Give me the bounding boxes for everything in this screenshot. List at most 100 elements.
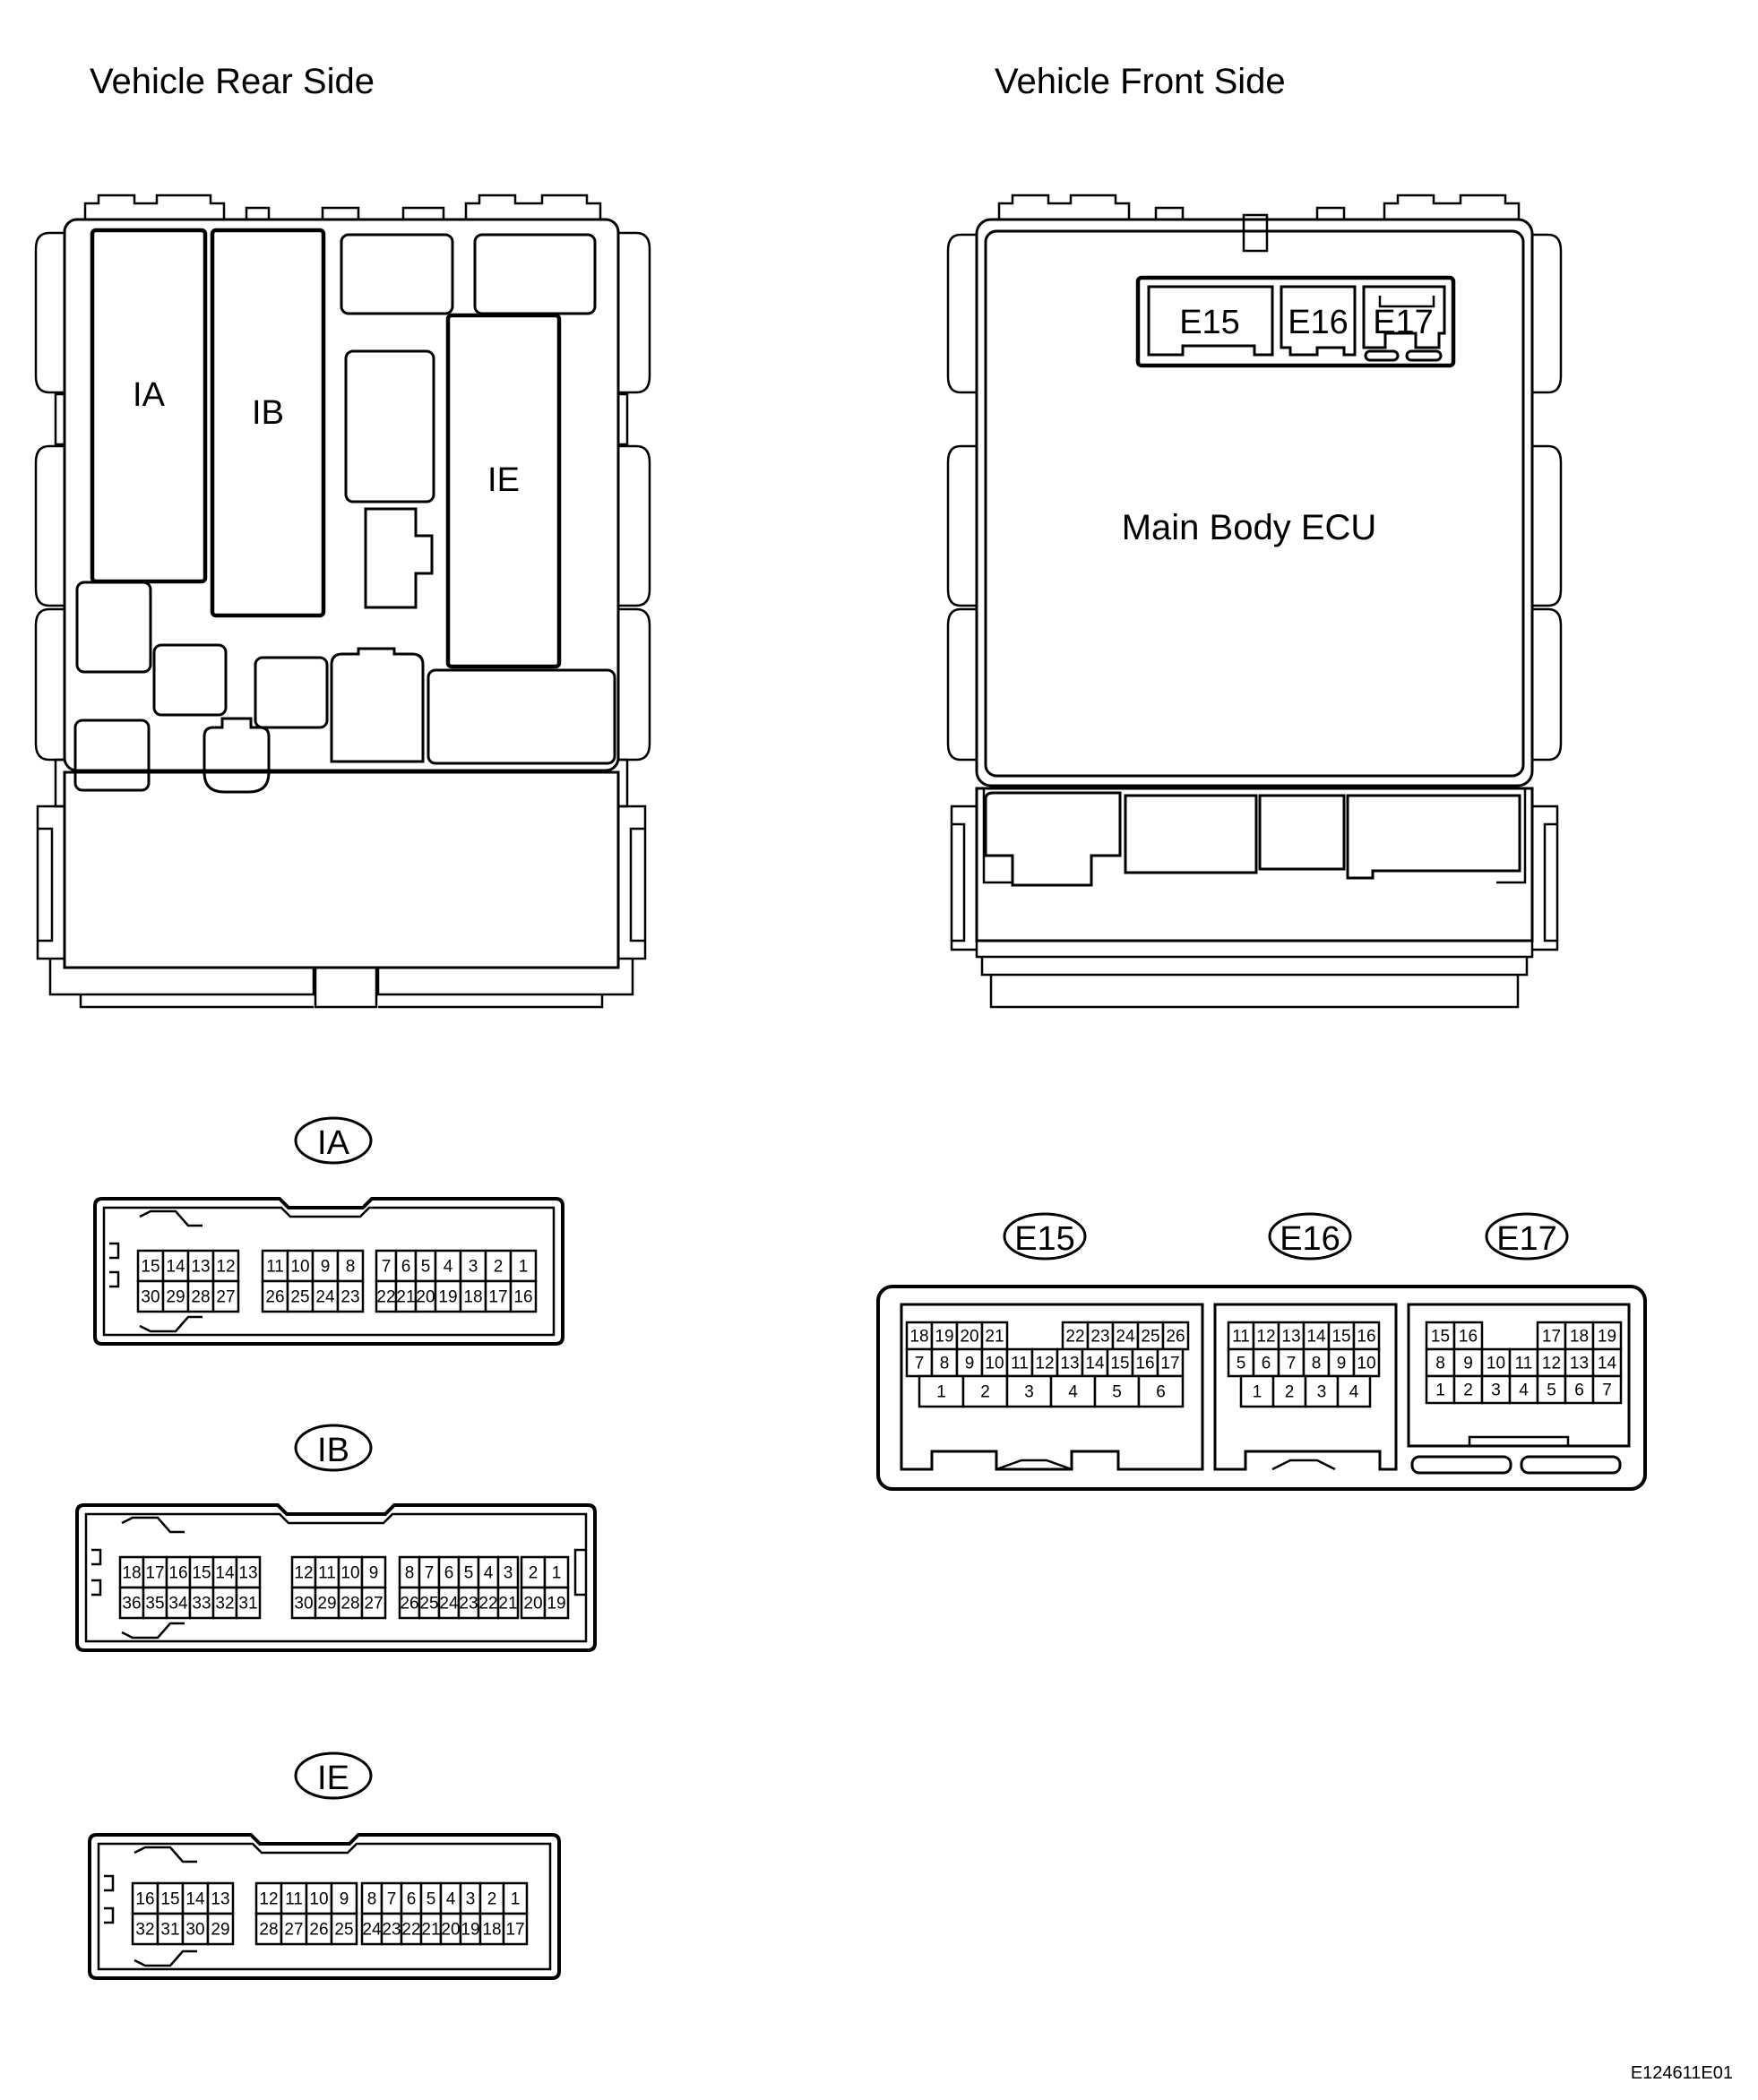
- ib-pin-8: 8: [405, 1564, 415, 1583]
- e15-pin-18: 18: [909, 1328, 928, 1347]
- e15-pin-1: 1: [936, 1383, 946, 1402]
- ie-pin-16: 16: [135, 1890, 154, 1909]
- pin-cell: [1161, 1321, 1190, 1351]
- pin-cell: [543, 1586, 570, 1620]
- ie-pin-11: 11: [285, 1890, 303, 1909]
- pin-cell: [336, 1249, 365, 1283]
- pin-cell: [543, 1555, 570, 1589]
- ie-pin-28: 28: [259, 1921, 278, 1940]
- pin-cell: [311, 1279, 340, 1313]
- e16-pin-4: 4: [1349, 1383, 1359, 1402]
- pin-cell: [156, 1912, 185, 1946]
- e15-pin-21: 21: [985, 1328, 1004, 1347]
- ib-pin-12: 12: [294, 1564, 313, 1583]
- ie-pin-15: 15: [160, 1890, 179, 1909]
- e15-pin-10: 10: [985, 1355, 1004, 1373]
- e17-pin-3: 3: [1491, 1381, 1501, 1400]
- ia-pin-3: 3: [469, 1258, 478, 1277]
- ie-pin-6: 6: [407, 1890, 417, 1909]
- e16-pin-9: 9: [1337, 1355, 1347, 1373]
- ia-pin-24: 24: [315, 1288, 335, 1307]
- pin-cell: [211, 1555, 238, 1589]
- ia-pin-11: 11: [266, 1258, 284, 1277]
- e17-pin-13: 13: [1570, 1355, 1589, 1373]
- ia-pin-18: 18: [463, 1288, 482, 1307]
- ie-pin-10: 10: [309, 1890, 328, 1909]
- ie-pin-1: 1: [511, 1890, 521, 1909]
- e15-pin-9: 9: [965, 1355, 975, 1373]
- e16-pin-14: 14: [1306, 1328, 1326, 1347]
- ib-pin-13: 13: [238, 1564, 257, 1583]
- connector-e16-title: E16: [1280, 1220, 1340, 1258]
- connector-e16-callout: E16: [1268, 1212, 1352, 1261]
- e15-pin-8: 8: [940, 1355, 950, 1373]
- ie-pin-29: 29: [211, 1921, 229, 1940]
- pin-cell: [509, 1279, 538, 1313]
- ia-pin-16: 16: [513, 1288, 532, 1307]
- pin-cell: [1452, 1321, 1484, 1351]
- ia-pin-19: 19: [438, 1288, 457, 1307]
- ib-pin-31: 31: [238, 1595, 257, 1614]
- ia-pin-13: 13: [191, 1258, 210, 1277]
- ib-pin-3: 3: [504, 1564, 513, 1583]
- ib-pin-19: 19: [547, 1595, 565, 1614]
- e15-pin-12: 12: [1035, 1355, 1054, 1373]
- ib-pin-26: 26: [400, 1595, 418, 1614]
- pin-cell: [1591, 1374, 1623, 1405]
- ia-pin-2: 2: [494, 1258, 504, 1277]
- e15-pin-3: 3: [1024, 1383, 1034, 1402]
- ia-pin-15: 15: [141, 1258, 159, 1277]
- e16-pin-7: 7: [1287, 1355, 1297, 1373]
- connector-e17-title: E17: [1496, 1220, 1557, 1258]
- pin-cell: [496, 1586, 520, 1620]
- ib-pin-4: 4: [484, 1564, 494, 1583]
- ia-pin-1: 1: [519, 1258, 529, 1277]
- ib-pin-29: 29: [317, 1595, 336, 1614]
- e17-pin-16: 16: [1459, 1328, 1478, 1347]
- ie-pin-26: 26: [309, 1921, 328, 1940]
- front-side-heading: Vehicle Front Side: [995, 62, 1286, 101]
- ie-pin-23: 23: [382, 1921, 401, 1940]
- pin-cell: [161, 1279, 190, 1313]
- pin-cell: [1137, 1374, 1185, 1408]
- ib-pin-24: 24: [439, 1595, 459, 1614]
- e15-pin-7: 7: [915, 1355, 925, 1373]
- connector-ib-callout: IB: [294, 1424, 373, 1472]
- e17-pin-14: 14: [1598, 1355, 1617, 1373]
- pin-cell: [1093, 1374, 1141, 1408]
- ie-pin-20: 20: [441, 1921, 460, 1940]
- ib-pin-1: 1: [552, 1564, 562, 1583]
- ia-pin-17: 17: [488, 1288, 507, 1307]
- e15-pin-26: 26: [1166, 1328, 1185, 1347]
- e17-pin-17: 17: [1542, 1328, 1561, 1347]
- ie-pin-7: 7: [387, 1890, 397, 1909]
- pin-cell: [181, 1912, 210, 1946]
- ecu-window-label-e15: E15: [1179, 304, 1240, 341]
- pin-cell: [1336, 1374, 1372, 1408]
- e15-pin-5: 5: [1112, 1383, 1122, 1402]
- e15-pin-24: 24: [1116, 1328, 1135, 1347]
- e16-pin-10: 10: [1357, 1355, 1375, 1373]
- ia-pin-30: 30: [141, 1288, 159, 1307]
- e15-pin-25: 25: [1141, 1328, 1159, 1347]
- ib-pin-34: 34: [168, 1595, 188, 1614]
- e15-pin-2: 2: [980, 1383, 990, 1402]
- pin-cell: [360, 1586, 387, 1620]
- ib-pin-27: 27: [364, 1595, 383, 1614]
- e15-pin-15: 15: [1110, 1355, 1129, 1373]
- ia-pin-10: 10: [290, 1258, 309, 1277]
- ia-pin-27: 27: [216, 1288, 235, 1307]
- ie-pin-27: 27: [284, 1921, 303, 1940]
- ie-pin-24: 24: [362, 1921, 382, 1940]
- e16-pin-1: 1: [1253, 1383, 1262, 1402]
- ia-pin-5: 5: [421, 1258, 431, 1277]
- ib-pin-2: 2: [529, 1564, 539, 1583]
- ia-pin-14: 14: [166, 1258, 185, 1277]
- e17-pin-8: 8: [1435, 1355, 1445, 1373]
- e17-pin-10: 10: [1487, 1355, 1505, 1373]
- ie-pin-22: 22: [401, 1921, 420, 1940]
- pin-cell: [502, 1912, 529, 1946]
